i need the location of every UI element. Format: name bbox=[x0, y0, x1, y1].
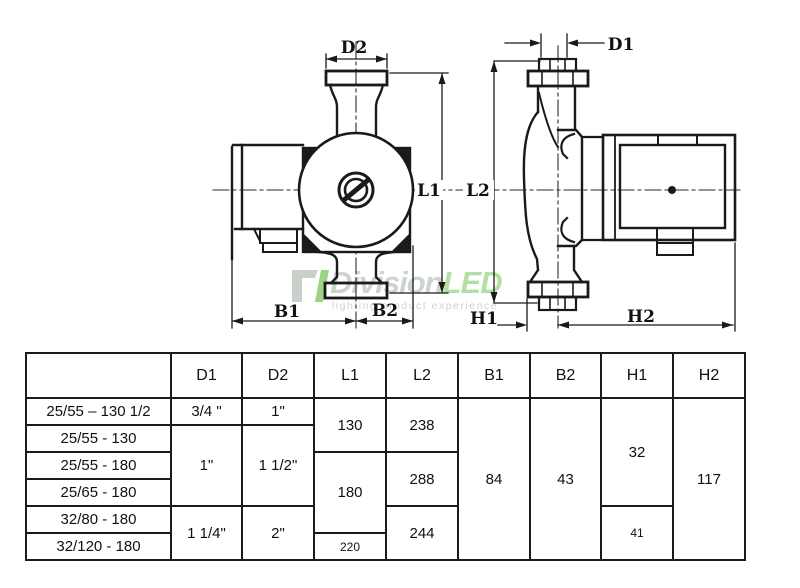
terminal-box bbox=[230, 143, 305, 261]
dim-label-l1: L1 bbox=[417, 181, 441, 201]
front-view bbox=[230, 69, 415, 300]
model-cell: 25/55 – 130 1/2 bbox=[25, 397, 172, 426]
model-cell: 32/120 - 180 bbox=[25, 532, 172, 561]
header-b2: B2 bbox=[529, 352, 602, 399]
header-h2: H2 bbox=[672, 352, 746, 399]
table-header-row: D1 D2 L1 L2 B1 B2 H1 H2 bbox=[25, 352, 746, 399]
dimension-b1-b2 bbox=[231, 245, 414, 329]
header-l2: L2 bbox=[385, 352, 459, 399]
pump-technical-drawing: D2 D1 L1 L2 B1 B2 H1 H2 bbox=[212, 33, 741, 332]
union-nut-bottom bbox=[526, 280, 590, 312]
h2-cell: 117 bbox=[672, 397, 746, 561]
table-row: 25/55 - 180 180 288 bbox=[25, 451, 745, 534]
motor-center-dot bbox=[668, 186, 676, 194]
dimension-h2 bbox=[557, 242, 736, 332]
model-cell: 25/65 - 180 bbox=[25, 478, 172, 507]
l1-cell: 180 bbox=[313, 451, 387, 534]
d1-cell: 3/4 " bbox=[170, 397, 243, 426]
label-backgrounds bbox=[415, 180, 494, 200]
dim-label-h1: H1 bbox=[470, 309, 498, 329]
b2-cell: 43 bbox=[529, 397, 602, 561]
table-row: 25/55 - 130 1" 1 1/2" bbox=[25, 424, 745, 507]
dimension-d1 bbox=[504, 33, 605, 58]
dimension-labels: D2 D1 L1 L2 B1 B2 H1 H2 bbox=[274, 35, 655, 329]
dim-label-b2: B2 bbox=[372, 301, 398, 321]
table-row: 25/65 - 180 bbox=[25, 478, 745, 507]
header-d1: D1 bbox=[170, 352, 243, 399]
dim-label-h2: H2 bbox=[627, 307, 655, 327]
l1-cell: 130 bbox=[313, 397, 387, 453]
dim-label-l2: L2 bbox=[466, 181, 490, 201]
union-nut-top bbox=[526, 57, 590, 88]
dim-label-d2: D2 bbox=[341, 38, 368, 58]
d2-cell: 2" bbox=[241, 505, 315, 561]
header-l1: L1 bbox=[313, 352, 387, 399]
shaft-screw-slot bbox=[340, 176, 372, 204]
dimension-l2 bbox=[493, 60, 541, 304]
h1-cell: 32 bbox=[600, 397, 674, 507]
l2-cell: 288 bbox=[385, 451, 459, 507]
d2-cell: 1" bbox=[241, 397, 315, 426]
header-h1: H1 bbox=[600, 352, 674, 399]
side-view bbox=[522, 57, 737, 312]
dim-label-b1: B1 bbox=[274, 302, 300, 322]
l2-cell: 238 bbox=[385, 397, 459, 453]
table-row: 32/80 - 180 1 1/4" 2" 244 41 bbox=[25, 505, 745, 561]
header-model bbox=[25, 352, 172, 399]
h1-cell: 41 bbox=[600, 505, 674, 561]
b1-cell: 84 bbox=[457, 397, 531, 561]
d1-cell: 1" bbox=[170, 424, 243, 507]
l2-cell: 244 bbox=[385, 505, 459, 561]
d1-cell: 1 1/4" bbox=[170, 505, 243, 561]
d2-cell: 1 1/2" bbox=[241, 424, 315, 507]
l1-cell: 220 bbox=[313, 532, 387, 561]
dimension-h1 bbox=[497, 298, 528, 332]
dim-label-d1: D1 bbox=[608, 35, 635, 55]
table-row: 32/120 - 180 220 bbox=[25, 532, 745, 561]
model-cell: 25/55 - 180 bbox=[25, 451, 172, 480]
model-cell: 32/80 - 180 bbox=[25, 505, 172, 534]
model-cell: 25/55 - 130 bbox=[25, 424, 172, 453]
dimensions-table: D1 D2 L1 L2 B1 B2 H1 H2 25/55 – 130 1/2 … bbox=[25, 352, 746, 561]
header-d2: D2 bbox=[241, 352, 315, 399]
header-b1: B1 bbox=[457, 352, 531, 399]
dimension-arrowheads bbox=[232, 39, 733, 329]
table-row: 25/55 – 130 1/2 3/4 " 1" 130 238 84 43 3… bbox=[25, 397, 746, 561]
motor-housing bbox=[601, 133, 737, 256]
